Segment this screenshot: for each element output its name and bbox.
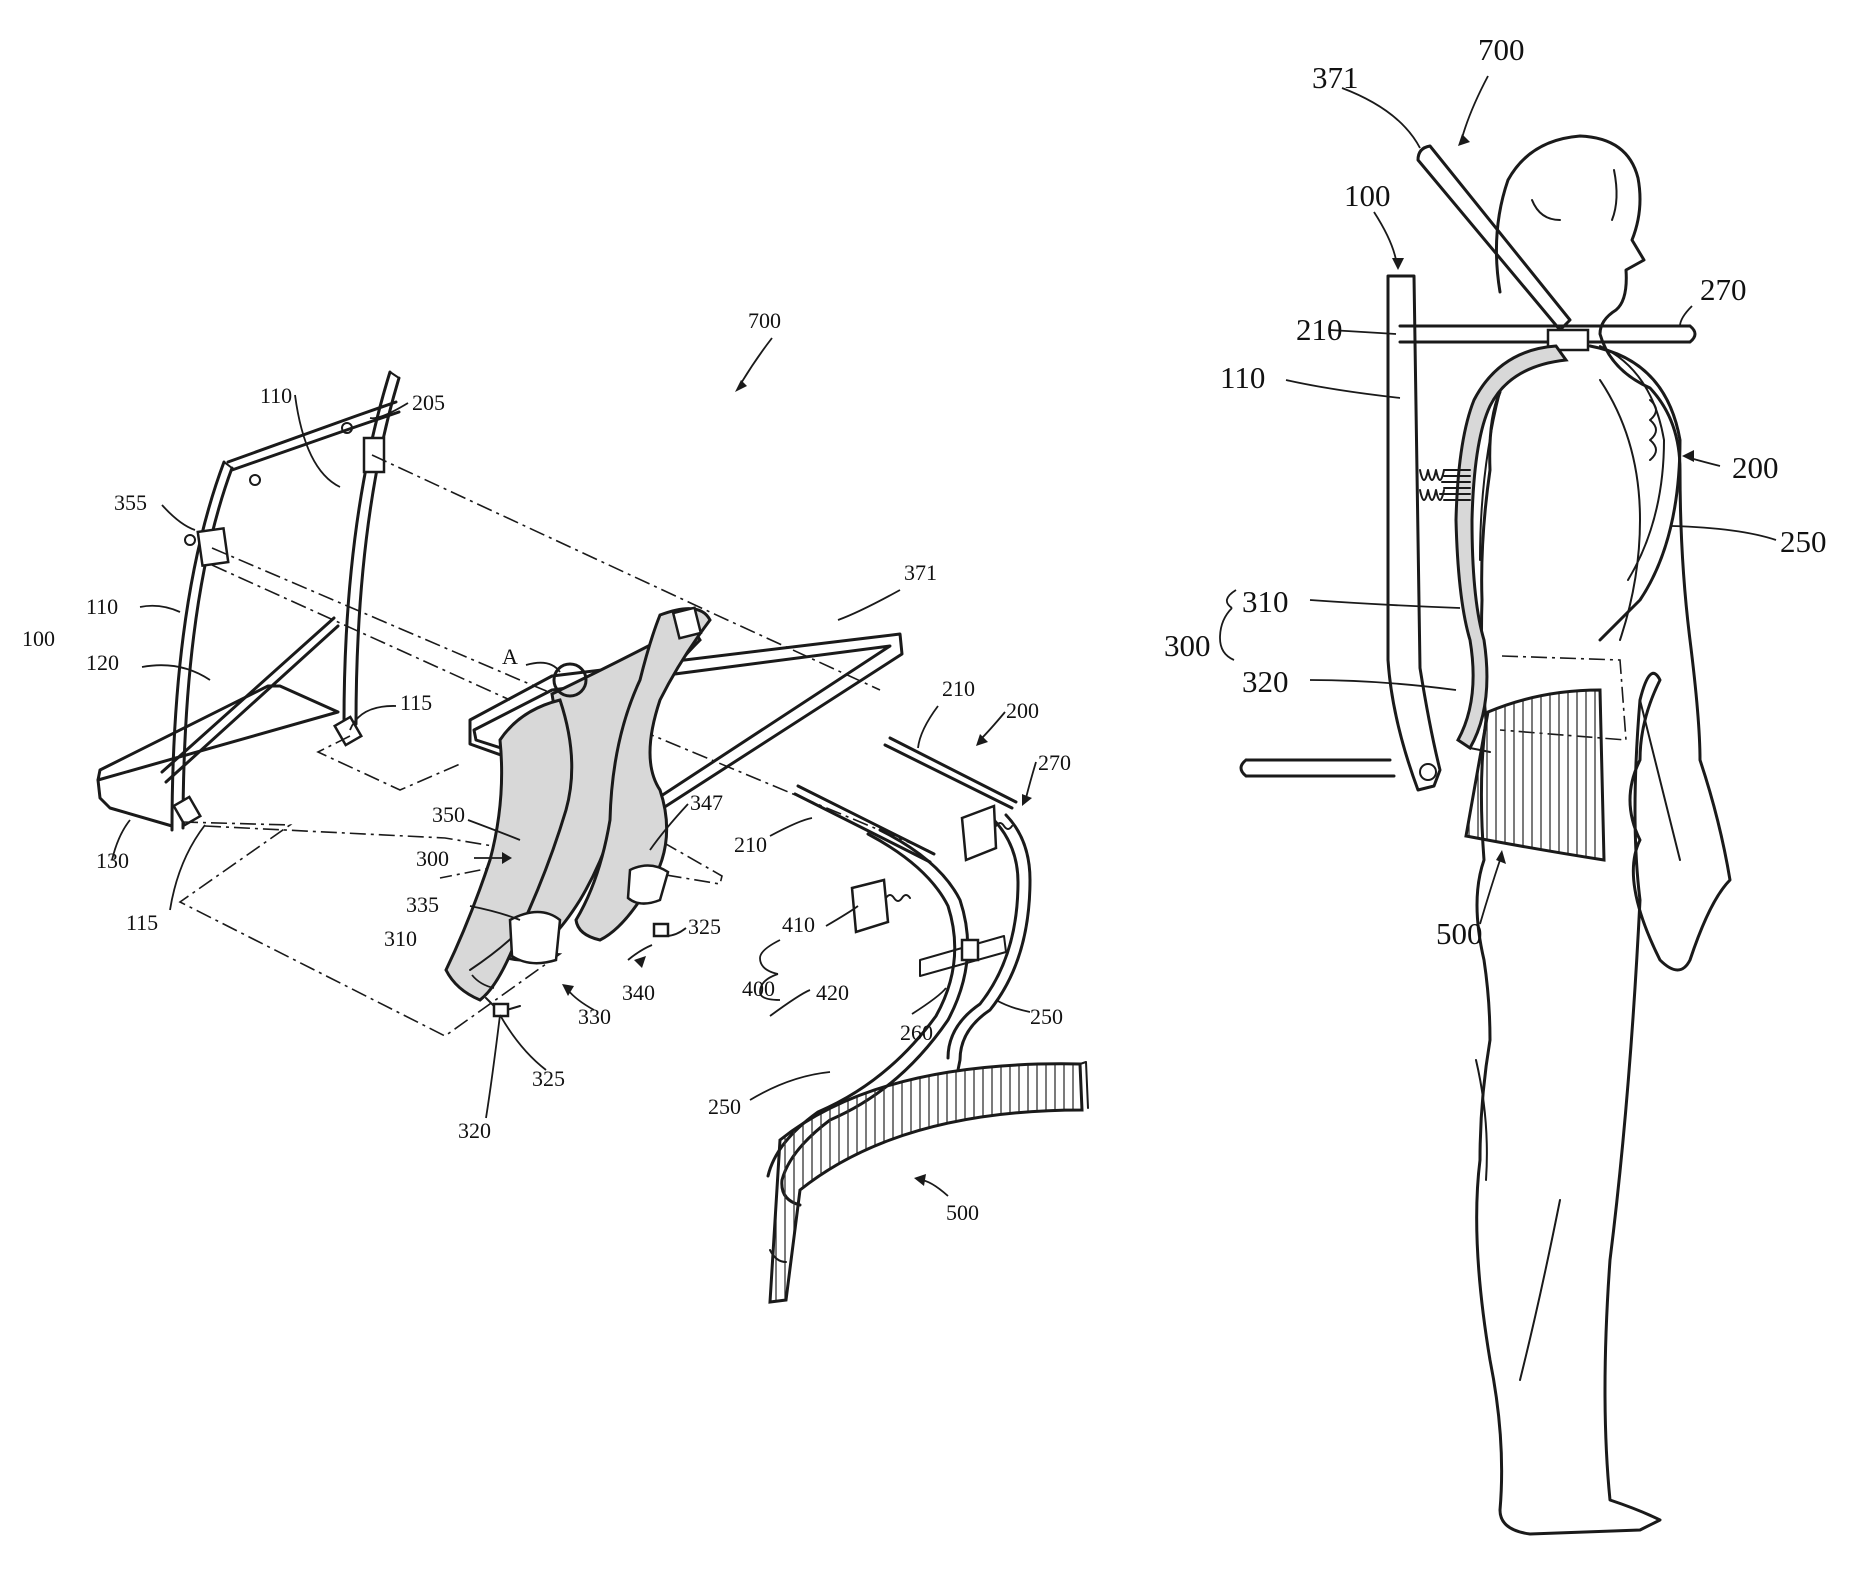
label-130: 130 — [96, 848, 129, 873]
frame-bar-110 — [1388, 276, 1440, 790]
label-310-right: 310 — [1242, 584, 1289, 619]
reference-labels: 700 110 205 355 100 110 120 130 115 115 … — [22, 32, 1827, 1225]
exploded-view — [98, 338, 1088, 1302]
front-strap-250 — [1590, 346, 1680, 640]
label-250-left: 250 — [708, 1094, 741, 1119]
label-700-left: 700 — [748, 308, 781, 333]
label-100-left: 100 — [22, 626, 55, 651]
label-110-right: 110 — [1220, 360, 1265, 395]
label-210-lower: 210 — [734, 832, 767, 857]
label-110-upper: 110 — [260, 383, 292, 408]
label-500-left: 500 — [946, 1200, 979, 1225]
label-500-right: 500 — [1436, 916, 1483, 951]
worn-view — [1220, 76, 1776, 1534]
label-340: 340 — [622, 980, 655, 1005]
label-300-right: 300 — [1164, 628, 1211, 663]
waist-belt-500-worn — [1466, 690, 1604, 860]
waist-belt-500 — [770, 1064, 1082, 1302]
label-110-left: 110 — [86, 594, 118, 619]
label-700-right: 700 — [1478, 32, 1525, 67]
label-325-lower: 325 — [532, 1066, 565, 1091]
label-400: 400 — [742, 976, 775, 1001]
label-347: 347 — [690, 790, 723, 815]
label-320-left: 320 — [458, 1118, 491, 1143]
label-270-left: 270 — [1038, 750, 1071, 775]
label-100-right: 100 — [1344, 178, 1391, 213]
label-115-upper: 115 — [400, 690, 432, 715]
label-120: 120 — [86, 650, 119, 675]
label-250-right: 250 — [1030, 1004, 1063, 1029]
label-320-right: 320 — [1242, 664, 1289, 699]
label-310-left: 310 — [384, 926, 417, 951]
label-270-right: 270 — [1700, 272, 1747, 307]
back-pad-310 — [1456, 346, 1566, 748]
label-325-right: 325 — [688, 914, 721, 939]
label-350: 350 — [432, 802, 465, 827]
label-410: 410 — [782, 912, 815, 937]
label-200-left: 200 — [1006, 698, 1039, 723]
label-200-right: 200 — [1732, 450, 1779, 485]
label-335: 335 — [406, 892, 439, 917]
label-115-lower: 115 — [126, 910, 158, 935]
label-250-right-view: 250 — [1780, 524, 1827, 559]
label-371-right: 371 — [1312, 60, 1359, 95]
label-420: 420 — [816, 980, 849, 1005]
label-210-right: 210 — [1296, 312, 1343, 347]
label-330: 330 — [578, 1004, 611, 1029]
label-371-left: 371 — [904, 560, 937, 585]
label-210-upper: 210 — [942, 676, 975, 701]
label-205: 205 — [412, 390, 445, 415]
label-260: 260 — [900, 1020, 933, 1045]
label-300-left: 300 — [416, 846, 449, 871]
label-355: 355 — [114, 490, 147, 515]
label-A: A — [502, 644, 518, 669]
